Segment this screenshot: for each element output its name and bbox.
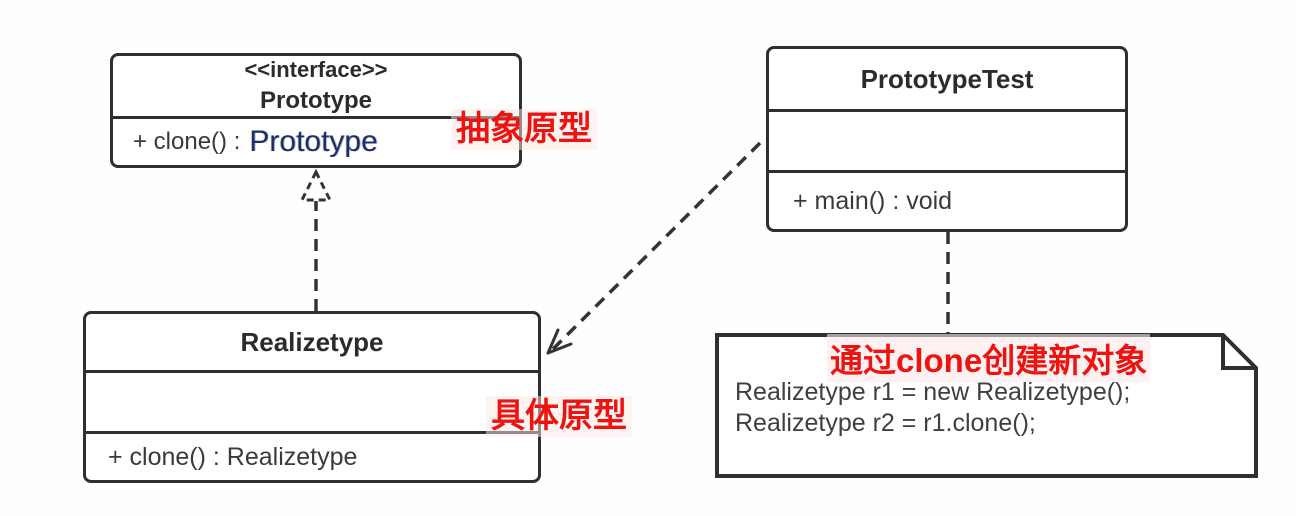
open-arrowhead-icon <box>546 328 573 355</box>
note-code-underlined-call: r1.clone(); <box>923 409 1036 437</box>
note-code-line-2: Realizetype r2 = r1.clone(); <box>735 408 1130 439</box>
class-box-realizetype: Realizetype + clone() : Realizetype <box>83 311 541 483</box>
class-box-prototypetest: PrototypeTest + main() : void <box>766 46 1128 232</box>
hollow-triangle-arrow-icon <box>299 168 333 202</box>
note-code-line-2-prefix: Realizetype r2 = <box>735 409 924 437</box>
realizetype-attributes-section <box>86 370 538 431</box>
prototype-title-section: <<interface>> Prototype <box>113 56 519 116</box>
prototype-stereotype: <<interface>> <box>244 57 388 83</box>
prototypetest-title-section: PrototypeTest <box>769 49 1125 109</box>
prototype-methods-section: + clone() : Prototype <box>113 116 519 165</box>
uml-note: 通过clone创建新对象 Realizetype r1 = new Realiz… <box>715 333 1258 478</box>
realizetype-method: + clone() : Realizetype <box>108 442 358 471</box>
realizetype-methods-section: + clone() : Realizetype <box>86 431 538 480</box>
concrete-prototype-label: 具体原型 <box>486 396 632 438</box>
note-title: 通过clone创建新对象 <box>827 334 1151 382</box>
realizetype-title-section: Realizetype <box>86 314 538 370</box>
prototypetest-method: + main() : void <box>793 186 953 215</box>
prototype-method-return-type: Prototype <box>249 125 378 158</box>
note-code-block: Realizetype r1 = new Realizetype(); Real… <box>735 377 1130 439</box>
dependency-line <box>549 141 762 353</box>
realizetype-class-name: Realizetype <box>240 326 384 357</box>
prototypetest-attributes-section <box>769 109 1125 170</box>
prototype-method-label: + clone() : <box>133 128 241 155</box>
note-code-line-1: Realizetype r1 = new Realizetype(); <box>735 378 1131 406</box>
abstract-prototype-label: 抽象原型 <box>451 109 597 151</box>
prototype-class-name: Prototype <box>259 86 372 114</box>
prototypetest-class-name: PrototypeTest <box>860 63 1034 94</box>
prototypetest-methods-section: + main() : void <box>769 170 1125 229</box>
note-fold-corner-icon <box>1221 335 1256 370</box>
